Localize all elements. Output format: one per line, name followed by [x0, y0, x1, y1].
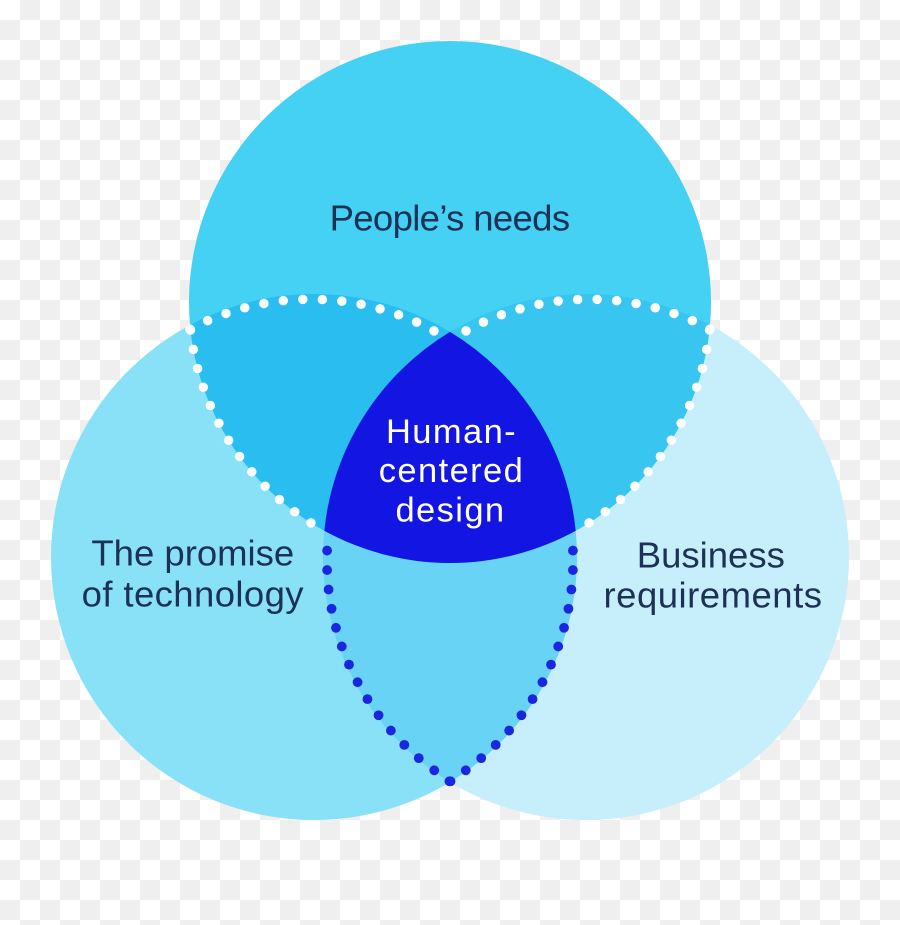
svg-text:centered: centered — [379, 452, 524, 490]
svg-text:Business: Business — [637, 534, 785, 575]
svg-text:People’s needs: People’s needs — [330, 198, 570, 239]
svg-text:Human-: Human- — [386, 413, 517, 451]
svg-text:The promise: The promise — [91, 533, 294, 574]
svg-text:requirements: requirements — [603, 574, 822, 615]
svg-text:design: design — [395, 491, 505, 529]
svg-text:of technology: of technology — [82, 573, 305, 614]
